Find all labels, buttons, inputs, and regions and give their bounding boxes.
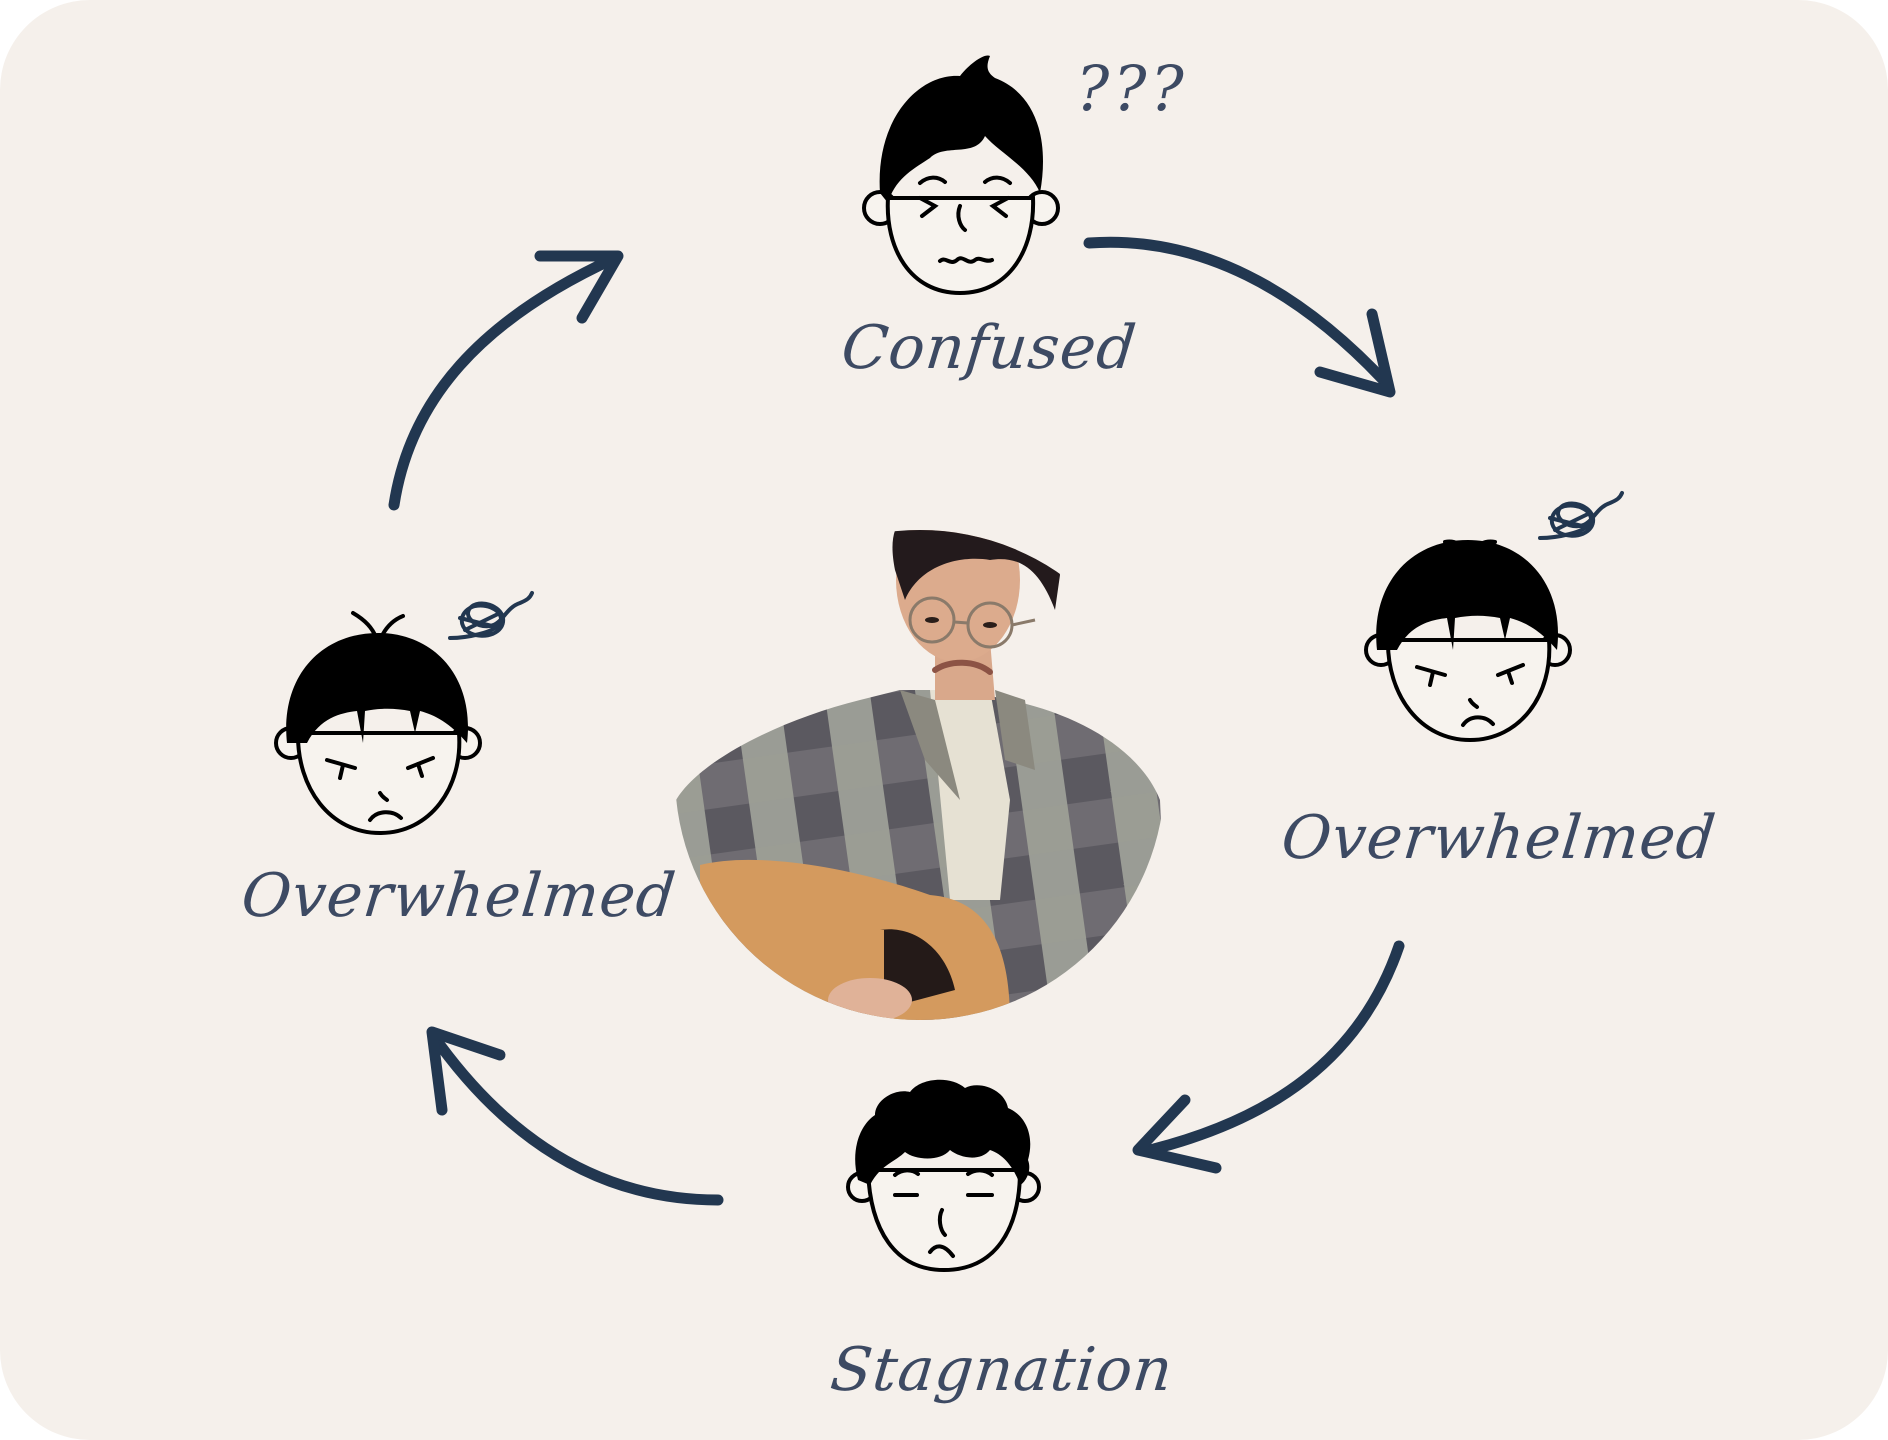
stage-label-overwhelmed-left: Overwhelmed [238,861,680,931]
arrow-to-stagnation-icon [1132,940,1405,1174]
stage-label-confused: Confused [838,313,1140,383]
angry-face-left-icon [274,611,482,836]
person-with-guitar-image [675,530,1165,1020]
angry-face-right-icon [1364,539,1572,743]
stage-label-overwhelmed-right: Overwhelmed [1278,803,1720,873]
arrow-to-confused-icon [388,250,624,511]
question-marks-decoration: ??? [1076,52,1188,125]
arrow-to-overwhelmed-right-icon [1083,236,1396,398]
confused-face-icon [862,55,1060,296]
scribble-right-icon [1538,491,1624,540]
scribble-left-icon [448,591,534,640]
arrow-to-overwhelmed-left-icon [426,1026,724,1206]
stage-label-stagnation: Stagnation [827,1335,1177,1405]
sleepy-face-icon [846,1079,1041,1273]
